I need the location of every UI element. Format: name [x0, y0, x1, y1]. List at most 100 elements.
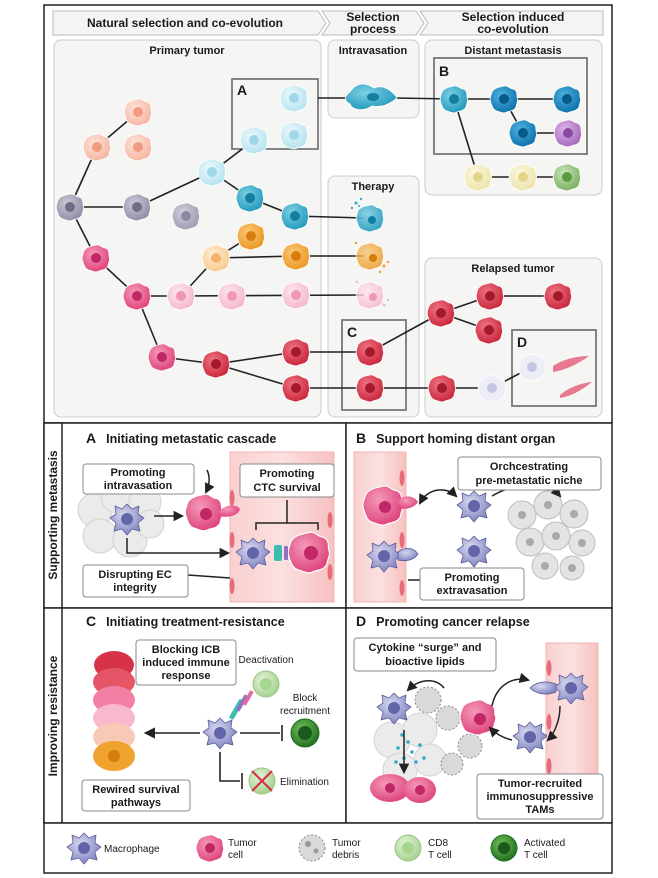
label-icb-3: response	[162, 670, 211, 682]
panel-d-debris	[414, 686, 483, 776]
label-deactivation: Deactivation	[238, 655, 293, 666]
label-extravasation-2: extravasation	[437, 585, 508, 597]
label-icb-1: Blocking ICB	[152, 644, 221, 656]
box-c	[341, 319, 407, 411]
panel-d-macrophage-2	[512, 721, 548, 754]
panel-c-cd8-tcell	[252, 670, 280, 698]
box-a-letter: A	[237, 82, 247, 98]
label-extravasation	[419, 567, 525, 601]
header-selection-1: Selection	[346, 10, 399, 24]
box-b-letter: B	[439, 63, 449, 79]
panel-b-niche-nuclei	[518, 501, 586, 572]
legend-activated-icon	[490, 834, 518, 862]
panel-a-connectors	[126, 469, 319, 579]
side-label-supporting: Supporting metastasis	[46, 450, 60, 580]
box-d	[511, 329, 597, 407]
header-induced-1: Selection induced	[462, 10, 565, 24]
panel-c-connectors	[143, 725, 283, 789]
legend-cd8-label-2: T cell	[428, 850, 452, 861]
legend-activated-label-1: Activated	[524, 838, 565, 849]
migrating-cell	[345, 83, 398, 110]
panel-c-eliminated-cell	[248, 767, 276, 795]
panel-c-receptor	[229, 690, 254, 720]
header-chevron-1	[52, 10, 327, 36]
panel-d-macrophage-vessel	[529, 672, 589, 705]
legend-macrophage-icon	[66, 832, 102, 865]
label-elimination: Elimination	[280, 777, 329, 788]
box-d-letter: D	[517, 334, 527, 350]
label-niche	[457, 456, 602, 491]
label-tams-2: immunosuppressive	[487, 791, 594, 803]
header-chevron-2	[321, 10, 425, 36]
legend-cd8-label-1: CD8	[428, 838, 448, 849]
label-rewired-1: Rewired survival	[92, 784, 179, 796]
panel-b-vessel	[353, 451, 407, 603]
panel-b-cells	[362, 485, 492, 573]
panel-a-invading-cell	[184, 493, 240, 532]
panel-d-vessel	[545, 642, 599, 784]
panel-d-endothelium	[546, 660, 552, 774]
label-cytokine-2: bioactive lipids	[385, 656, 464, 668]
label-promoting-intravasation-2: intravasation	[104, 480, 173, 492]
panel-d-macrophage-1	[376, 692, 412, 725]
panel-a-ctc-cluster	[235, 531, 331, 574]
label-promoting-intravasation-1: Promoting	[111, 467, 166, 479]
header-induced-2: co-evolution	[477, 22, 548, 36]
panel-c-macrophage	[202, 717, 238, 750]
header-natural-selection: Natural selection and co-evolution	[87, 16, 283, 30]
box-a	[231, 78, 319, 150]
distant-metastasis-label: Distant metastasis	[464, 45, 561, 57]
label-ctc-2: CTC survival	[253, 482, 320, 494]
legend-debris-icon	[298, 834, 326, 862]
label-niche-2: pre-metastatic niche	[476, 475, 583, 487]
label-ctc-1: Promoting	[260, 468, 315, 480]
header-chevron-3	[419, 10, 604, 36]
panel-b-endothelium	[399, 470, 405, 596]
legend-tumor-label-1: Tumor	[228, 838, 257, 849]
relapsed-tumor-label: Relapsed tumor	[471, 263, 555, 275]
label-cytokine	[353, 637, 497, 672]
panel-c-cell-stack	[93, 651, 135, 771]
label-niche-1: Orchcestrating	[490, 461, 568, 473]
label-rewired-2: pathways	[111, 797, 161, 809]
side-label-improving: Improving resistance	[46, 655, 60, 776]
label-rewired	[81, 779, 191, 812]
label-tams	[476, 773, 604, 820]
legend-tumor-icon	[195, 834, 225, 863]
label-icb-2: induced immune	[142, 657, 229, 669]
panel-c-activated-tcell	[290, 718, 320, 748]
panel-d-connectors	[398, 672, 561, 775]
primary-tumor-label: Primary tumor	[149, 45, 225, 57]
label-promoting-intravasation	[82, 463, 195, 495]
legend-activated-label-2: T cell	[524, 850, 548, 861]
label-ctc-survival	[239, 463, 335, 498]
legend-tumor-label-2: cell	[228, 850, 243, 861]
panel-d-relapse-cells	[370, 774, 436, 803]
label-cytokine-1: Cytokine “surge” and	[368, 642, 481, 654]
tumor-cells-top	[55, 84, 583, 403]
legend-cd8-icon	[394, 834, 422, 862]
label-extravasation-1: Promoting	[445, 572, 500, 584]
box-b	[433, 57, 588, 155]
label-disrupting-ec	[82, 564, 189, 598]
label-tams-1: Tumor-recruited	[498, 778, 582, 790]
label-block-1: Block	[293, 693, 318, 704]
label-ec-1: Disrupting EC	[98, 569, 171, 581]
label-icb	[135, 639, 237, 686]
label-ec-2: integrity	[113, 582, 157, 594]
intravasation-label: Intravasation	[339, 45, 408, 57]
panel-d-tumor-cell	[459, 699, 497, 736]
legend-debris-label-2: debris	[332, 850, 359, 861]
label-tams-3: TAMs	[525, 804, 554, 816]
therapy-label: Therapy	[352, 181, 396, 193]
panel-a-macrophage	[109, 503, 145, 536]
stromal-cells	[553, 356, 592, 398]
label-block-2: recruitment	[280, 706, 330, 717]
legend-debris-label-1: Tumor	[332, 838, 361, 849]
header-selection-2: process	[350, 22, 396, 36]
